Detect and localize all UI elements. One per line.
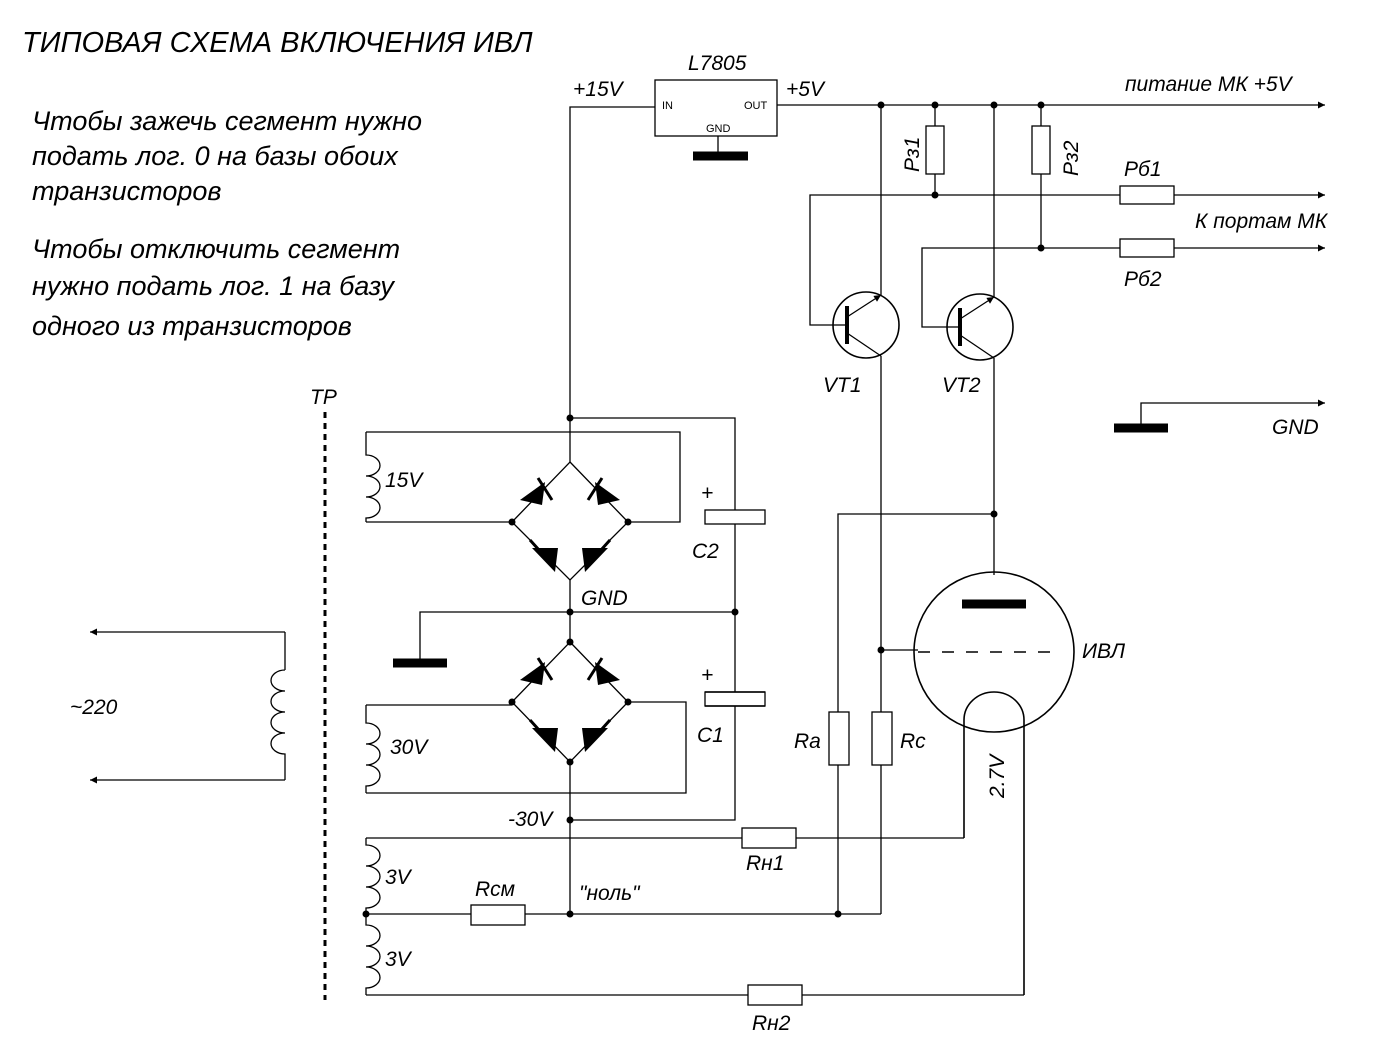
label-plus-c2: + [701,482,713,505]
label-plus-5v: +5V [786,78,826,101]
label-gnd-right: GND [1272,416,1319,439]
regulator-pin-gnd: GND [706,123,731,135]
label-rn1: Rн1 [746,852,784,875]
label-winding-3v-lower: 3V [385,948,413,971]
label-winding-3v-upper: 3V [385,866,413,889]
label-gnd-mid: GND [581,587,628,610]
label-zero: "ноль" [579,882,641,905]
instruction-notes: Чтобы зажечь сегмент нужно подать лог. 0… [32,106,422,341]
regulator-pin-out: OUT [744,100,768,112]
vfd-tube: ИВЛ 2.7V [913,571,1126,995]
label-ra: Ra [794,730,821,753]
gnd-terminal: GND [1114,399,1325,439]
transformer: ТР ~220 15V 30V 3V 3V [70,386,429,1000]
label-mcu-power: питание МК +5V [1125,73,1294,96]
regulator-l7805: L7805 IN OUT GND [654,52,778,161]
resistor-rsm [470,904,526,926]
winding-15v [365,432,381,522]
bridge-rectifier-30v [366,641,687,794]
label-winding-30v: 30V [390,736,429,759]
label-rb1: Рб1 [1124,158,1162,181]
label-c1: C1 [697,724,724,747]
label-winding-15v: 15V [385,469,424,492]
label-mains: ~220 [70,696,118,719]
label-c2: C2 [692,540,719,563]
label-rz1: Рз1 [901,137,924,172]
resistor-rz2: Рз2 [1031,105,1083,248]
regulator-name: L7805 [688,52,747,75]
note-line-4: Чтобы отключить сегмент [32,234,400,264]
note-line-1: Чтобы зажечь сегмент нужно [32,106,422,136]
label-rz2: Рз2 [1060,140,1083,176]
label-tube: ИВЛ [1082,640,1126,663]
resistor-ra: Ra [794,711,850,914]
resistor-rz1: Рз1 [901,105,945,195]
note-line-6: одного из транзисторов [32,311,352,341]
resistor-rn1 [741,827,797,849]
primary-winding [270,632,286,780]
regulator-pin-in: IN [662,100,673,112]
bridge-rectifier-15v [366,431,681,581]
label-minus-30v: -30V [508,808,554,831]
label-vt1: VT1 [823,374,862,397]
label-vt2: VT2 [942,374,981,397]
resistor-rb2 [1119,238,1175,258]
label-rsm: Rсм [475,878,515,901]
diagram-title: ТИПОВАЯ СХЕМА ВКЛЮЧЕНИЯ ИВЛ [22,27,533,59]
winding-30v [365,705,381,793]
label-plus-15v: +15V [573,78,625,101]
tube-filament [963,691,1025,995]
label-rb2: Рб2 [1124,268,1162,291]
winding-3v-lower [365,914,381,995]
note-line-3: транзисторов [32,176,221,206]
label-rn2: Rн2 [752,1012,791,1035]
capacitor-c2: + C2 [692,482,766,612]
transistor-vt2: VT2 [942,105,1014,397]
label-to-ports: К портам МК [1195,210,1329,233]
capacitor-c1: + C1 [570,612,766,821]
label-filament-voltage: 2.7V [986,753,1009,799]
winding-3v-upper [365,838,381,914]
label-transformer: ТР [310,386,337,409]
resistor-rn2 [747,984,803,1006]
note-line-5: нужно подать лог. 1 на базу [32,271,395,301]
transistor-vt1: VT1 [823,105,900,397]
resistor-rb1 [1119,185,1175,205]
label-plus-c1: + [701,664,713,687]
label-rc: Rc [900,730,926,753]
note-line-2: подать лог. 0 на базы обоих [32,141,399,171]
resistor-rc: Rc [871,711,926,914]
